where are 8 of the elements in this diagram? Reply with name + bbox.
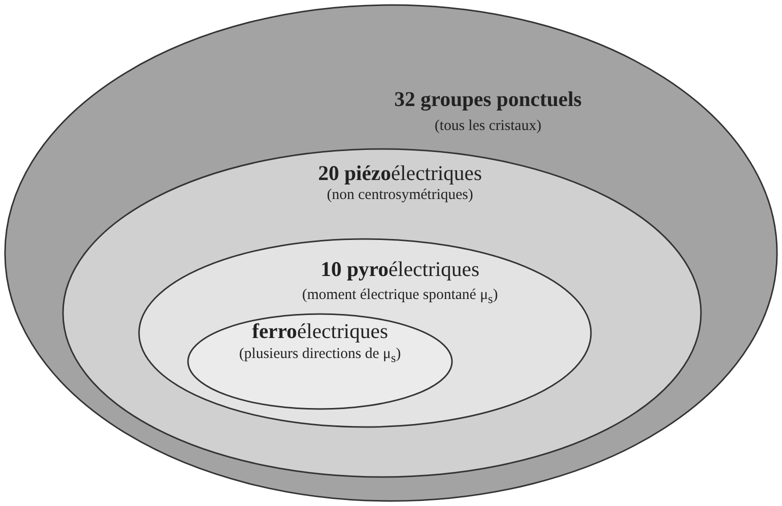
- set-heading: 20 piézoélectriques: [318, 162, 482, 186]
- set-description: (tous les cristaux): [434, 118, 542, 134]
- set-description: (plusieurs directions de μ$_{s}$): [239, 346, 401, 366]
- set-heading: 32 groupes ponctuels: [394, 88, 582, 112]
- set-description: (moment électrique spontané μ$_{s}$): [302, 287, 498, 307]
- set-heading: 10 pyroélectriques: [320, 258, 480, 282]
- set-description: (non centrosymétriques): [326, 187, 474, 204]
- set-heading: ferroélectriques: [252, 320, 388, 344]
